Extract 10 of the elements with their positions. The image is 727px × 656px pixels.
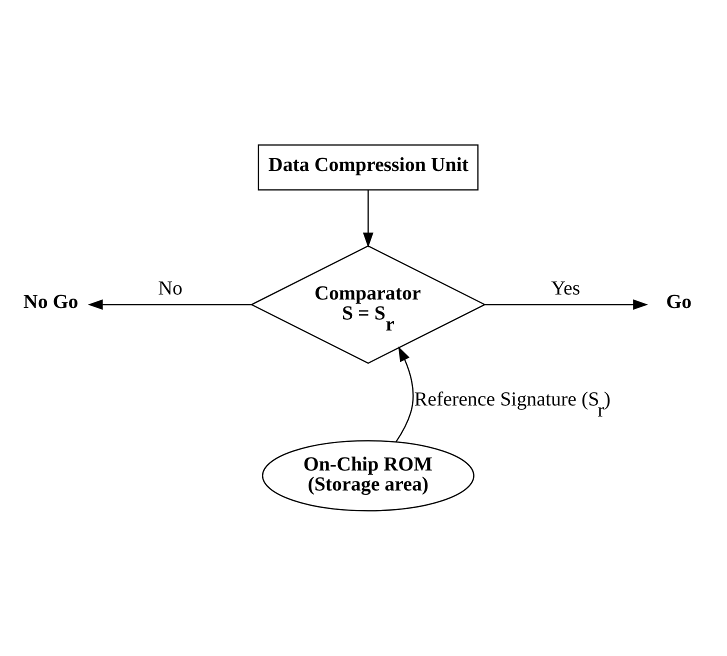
- node-box: Data Compression Unit: [258, 144, 479, 190]
- arrow: [485, 299, 648, 310]
- arrow: [88, 299, 252, 310]
- arrow: [362, 190, 374, 248]
- node-ellipse: On-Chip ROM (Storage area): [262, 440, 474, 512]
- edge-label: Yes: [551, 277, 580, 300]
- node-text: Go: [666, 291, 692, 314]
- node-text: No Go: [23, 291, 78, 314]
- arrow: [396, 346, 414, 442]
- edge-label: No: [158, 277, 182, 300]
